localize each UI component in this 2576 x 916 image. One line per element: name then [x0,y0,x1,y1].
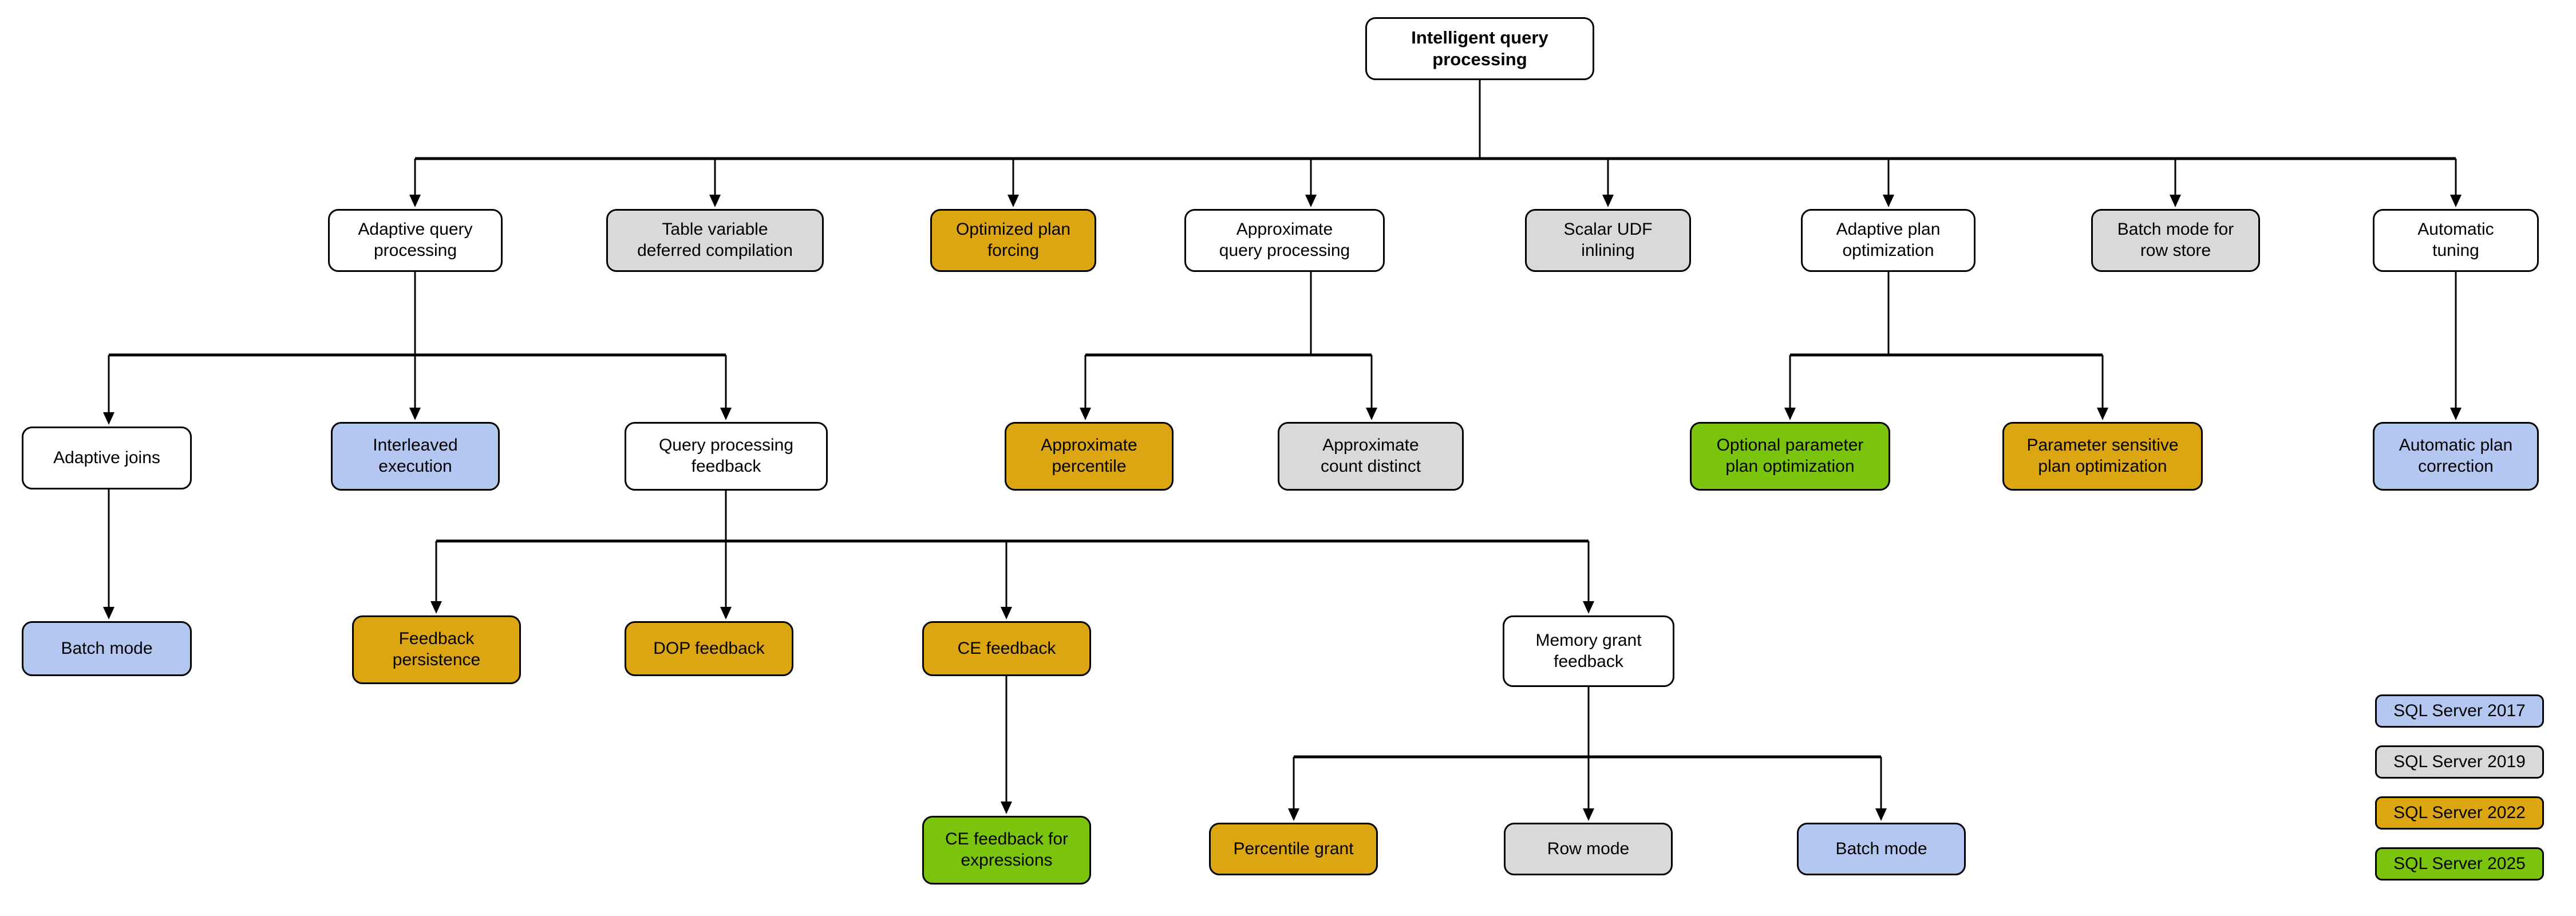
edge-qpf-fp-arrowhead [430,601,442,614]
node-cefe[interactable]: CE feedback for expressions [922,816,1091,885]
edge-mgf-rm-arrowhead [1583,808,1594,821]
node-dopf[interactable]: DOP feedback [625,621,793,676]
node-qpf[interactable]: Query processing feedback [625,422,828,491]
edge-qpf-mgf-arrowhead [1583,601,1594,614]
edge-apq-percentile-arrowhead [1080,408,1091,420]
node-mgf[interactable]: Memory grant feedback [1503,615,1674,687]
edge-root-apq-arrowhead [1305,195,1317,207]
node-fp[interactable]: Feedback persistence [352,615,521,684]
node-apq[interactable]: Approximate query processing [1184,209,1385,272]
node-cef[interactable]: CE feedback [922,621,1091,676]
node-apc[interactable]: Automatic plan correction [2373,422,2539,491]
edge-qpf-ce-arrowhead [1001,607,1012,619]
node-aqp[interactable]: Adaptive query processing [328,209,503,272]
node-approxp[interactable]: Approximate percentile [1005,422,1174,491]
node-ie[interactable]: Interleaved execution [331,422,500,491]
edge-mgf-pg-arrowhead [1288,808,1299,821]
legend-item-sql2017: SQL Server 2017 [2375,694,2544,728]
node-sudf[interactable]: Scalar UDF inlining [1525,209,1691,272]
edge-apq-countdistinct-arrowhead [1366,408,1377,420]
edge-aqp-ie-arrowhead [409,408,421,420]
node-tvdc[interactable]: Table variable deferred compilation [606,209,824,272]
edge-aqp-aj-arrowhead [103,412,114,425]
node-opf[interactable]: Optimized plan forcing [930,209,1096,272]
edge-apo-pspo-arrowhead [2097,408,2108,420]
legend-item-sql2019: SQL Server 2019 [2375,745,2544,779]
node-bmrs[interactable]: Batch mode for row store [2091,209,2260,272]
edge-at-apc-arrowhead [2450,408,2462,420]
edge-root-sudf-arrowhead [1602,195,1614,207]
edge-root-at-arrowhead [2450,195,2462,207]
edge-aqp-qpf-arrowhead [720,408,732,420]
node-pg[interactable]: Percentile grant [1209,823,1378,875]
edge-root-apo-arrowhead [1883,195,1894,207]
node-oppo[interactable]: Optional parameter plan optimization [1690,422,1890,491]
edge-root-bmrs-arrowhead [2170,195,2181,207]
node-bm2[interactable]: Batch mode [1797,823,1966,875]
edge-root-tvdc-arrowhead [709,195,721,207]
edge-mgf-bm-arrowhead [1875,808,1887,821]
legend-item-sql2022: SQL Server 2022 [2375,796,2544,830]
node-apo[interactable]: Adaptive plan optimization [1801,209,1976,272]
edge-qpf-dop-arrowhead [720,607,732,619]
edge-root-aqp-arrowhead [409,195,421,207]
node-pspo[interactable]: Parameter sensitive plan optimization [2002,422,2203,491]
node-aj[interactable]: Adaptive joins [22,427,192,489]
node-bm1[interactable]: Batch mode [22,621,192,676]
edge-root-opf-arrowhead [1008,195,1019,207]
node-approxcd[interactable]: Approximate count distinct [1278,422,1464,491]
node-root[interactable]: Intelligent query processing [1365,17,1594,80]
node-at[interactable]: Automatic tuning [2373,209,2539,272]
edge-ce-cefe-arrowhead [1001,802,1012,814]
edge-aj-bm-arrowhead [103,607,114,619]
edge-apo-oppo-arrowhead [1784,408,1796,420]
node-rm[interactable]: Row mode [1504,823,1673,875]
legend-item-sql2025: SQL Server 2025 [2375,847,2544,881]
